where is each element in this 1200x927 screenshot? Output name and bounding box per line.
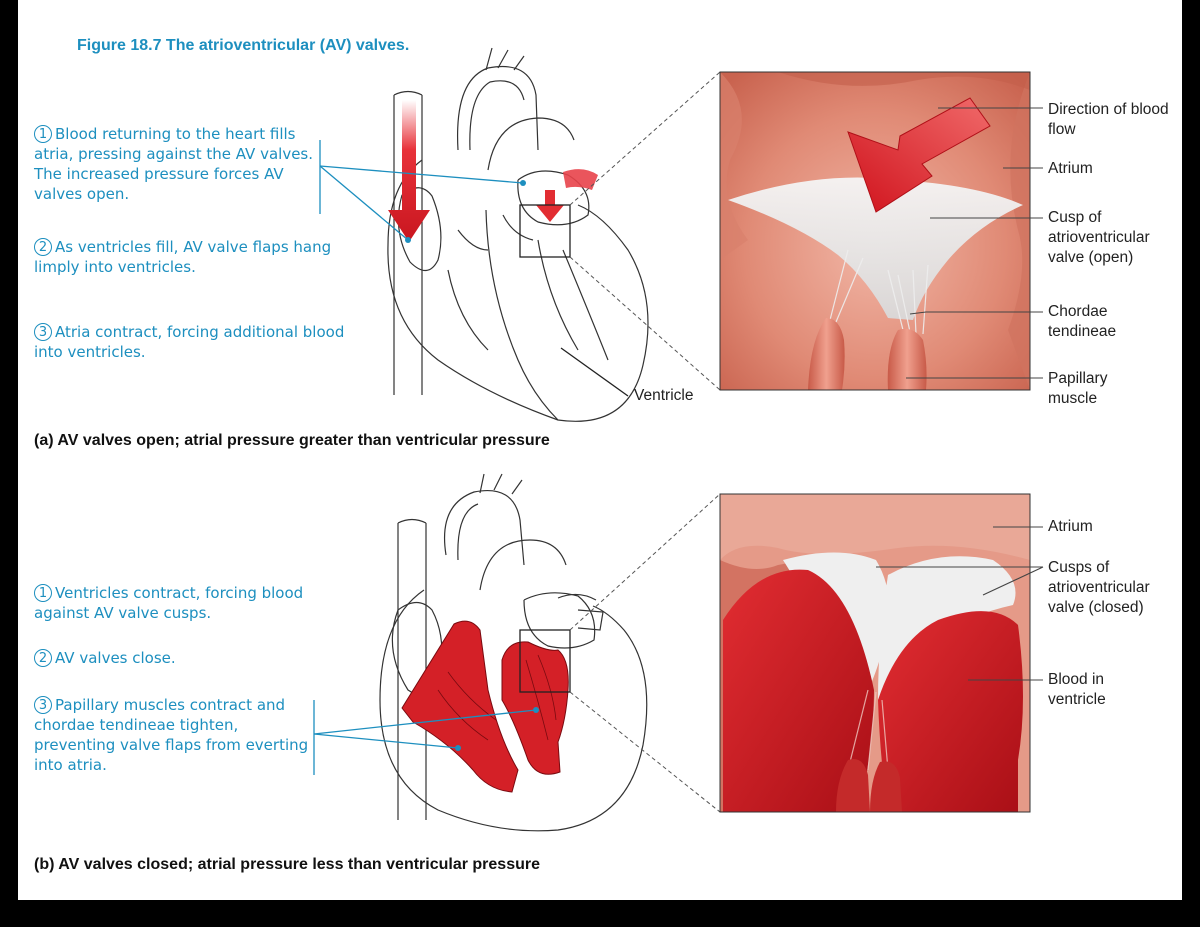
step-number: 2 xyxy=(34,649,52,667)
label-cusps-closed: Cusps of atrioventricular valve (closed) xyxy=(1048,559,1150,616)
step-number: 2 xyxy=(34,238,52,256)
step-number: 1 xyxy=(34,584,52,602)
label-atrium-open: Atrium xyxy=(1048,160,1093,177)
label-direction-of-blood-flow: Direction of blood flow xyxy=(1048,101,1169,138)
label-atrium-closed: Atrium xyxy=(1048,518,1093,535)
step-text: As ventricles fill, AV valve flaps hang … xyxy=(34,238,332,276)
step-text: Ventricles contract, forcing blood again… xyxy=(34,584,304,622)
label-papillary-muscle: Papillary muscle xyxy=(1048,370,1108,407)
caption-panel-a: (a) AV valves open; atrial pressure grea… xyxy=(34,432,550,449)
label-chordae-tendineae: Chordae tendineae xyxy=(1048,303,1117,340)
caption-panel-b: (b) AV valves closed; atrial pressure le… xyxy=(34,856,540,873)
step-number: 3 xyxy=(34,323,52,341)
ventricle-label: Ventricle xyxy=(634,387,694,404)
heart-diagram-open xyxy=(387,47,649,422)
blood-flow-arrows-open xyxy=(388,100,598,242)
zoom-box-closed xyxy=(519,629,571,693)
label-blood-in-ventricle: Blood in ventricle xyxy=(1048,671,1106,708)
figure-title: Figure 18.7 The atrioventricular (AV) va… xyxy=(77,37,410,54)
figure-artwork xyxy=(313,47,1044,832)
label-cusp-open: Cusp of atrioventricular valve (open) xyxy=(1048,209,1150,266)
closeup-valve-closed xyxy=(719,493,1031,813)
step-text: Blood returning to the heart fills atria… xyxy=(34,125,314,203)
figure-page: Figure 18.7 The atrioventricular (AV) va… xyxy=(18,0,1182,900)
step-number: 3 xyxy=(34,696,52,714)
zoom-box-open xyxy=(519,204,571,258)
step-number: 1 xyxy=(34,125,52,143)
contracted-ventricles xyxy=(401,620,569,793)
step-text: Papillary muscles contract and chordae t… xyxy=(34,696,309,774)
step-text: Atria contract, forcing additional blood… xyxy=(34,323,345,361)
closeup-valve-open xyxy=(719,71,1031,391)
step-text: AV valves close. xyxy=(55,649,176,667)
